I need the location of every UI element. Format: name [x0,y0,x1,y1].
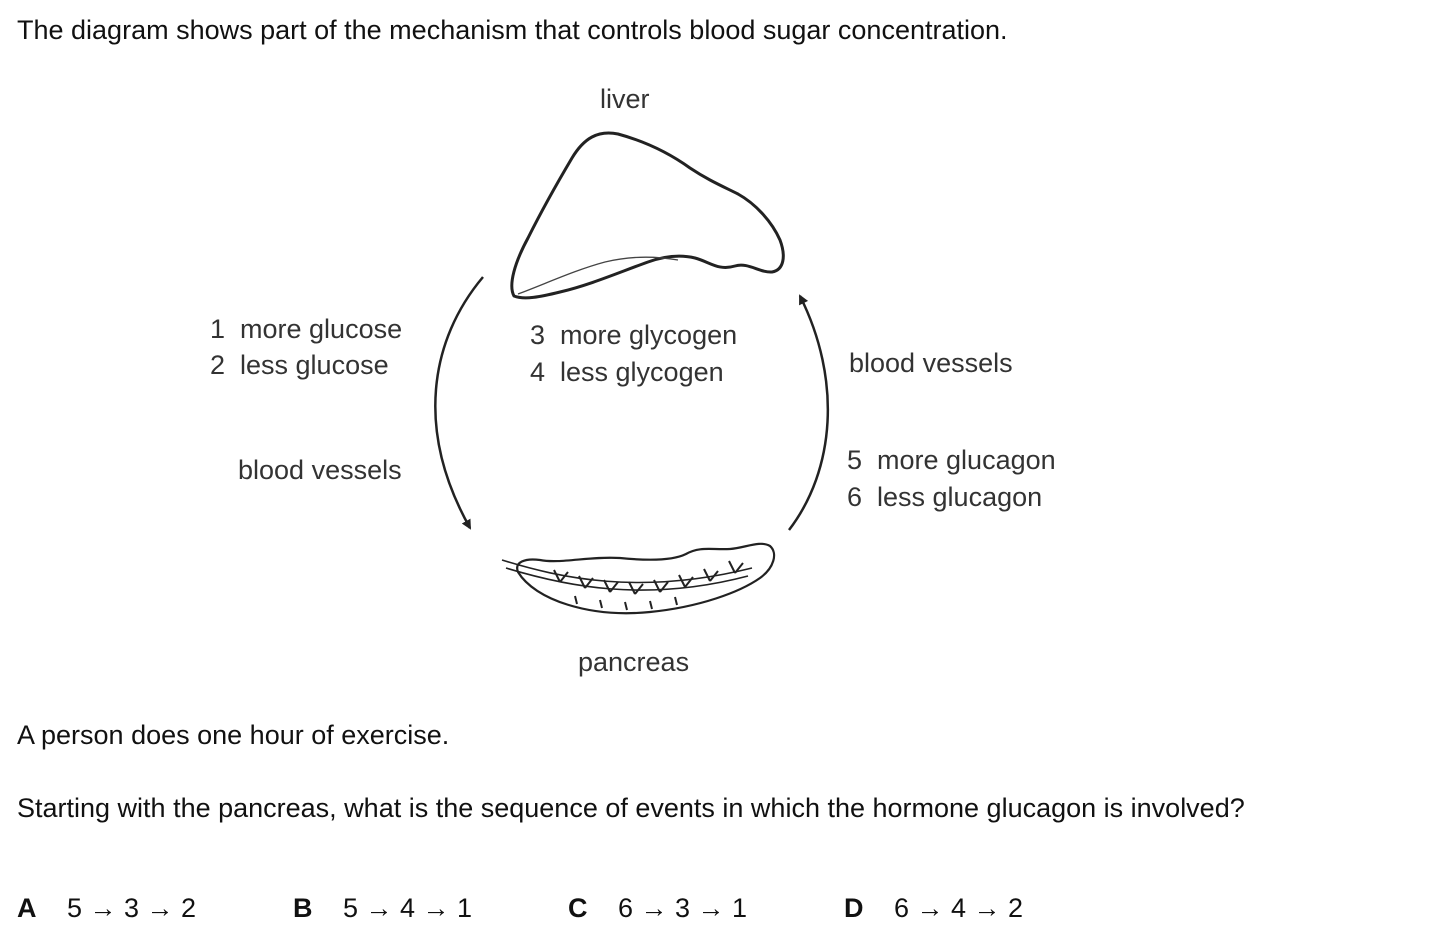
left-blood-vessel-arrow [434,276,484,530]
glycogen-option-3: 3 more glycogen [530,320,738,350]
option-b-letter: B [293,893,313,923]
glycogen-option-4: 4 less glycogen [530,357,724,387]
option-d-text: 6 → 4 → 2 [894,893,1024,923]
option-c-text: 6 → 3 → 1 [618,893,748,923]
option-d-letter: D [844,893,864,923]
option-b-text: 5 → 4 → 1 [343,893,473,923]
option-a[interactable]: A 5 → 3 → 2 [17,893,196,924]
glucagon-option-6: 6 less glucagon [847,482,1043,512]
glucagon-option-5: 5 more glucagon [847,445,1056,475]
liver-label: liver [600,84,650,114]
right-blood-vessels-label: blood vessels [849,348,1013,378]
intro-text: The diagram shows part of the mechanism … [17,15,1008,45]
blood-sugar-diagram [434,131,830,615]
option-b[interactable]: B 5 → 4 → 1 [293,893,472,924]
left-blood-vessels-label: blood vessels [238,455,402,485]
scenario-text: A person does one hour of exercise. [17,720,450,750]
option-a-text: 5 → 3 → 2 [67,893,197,923]
pancreas-illustration [501,542,776,615]
liver-illustration [510,131,785,300]
glucose-option-2: 2 less glucose [210,350,389,380]
glucose-option-1: 1 more glucose [210,314,403,344]
pancreas-label: pancreas [578,647,690,677]
right-blood-vessel-arrow [788,294,830,531]
option-c-letter: C [568,893,588,923]
option-d[interactable]: D 6 → 4 → 2 [844,893,1023,924]
question-text: Starting with the pancreas, what is the … [17,793,1245,823]
option-a-letter: A [17,893,37,923]
option-c[interactable]: C 6 → 3 → 1 [568,893,747,924]
